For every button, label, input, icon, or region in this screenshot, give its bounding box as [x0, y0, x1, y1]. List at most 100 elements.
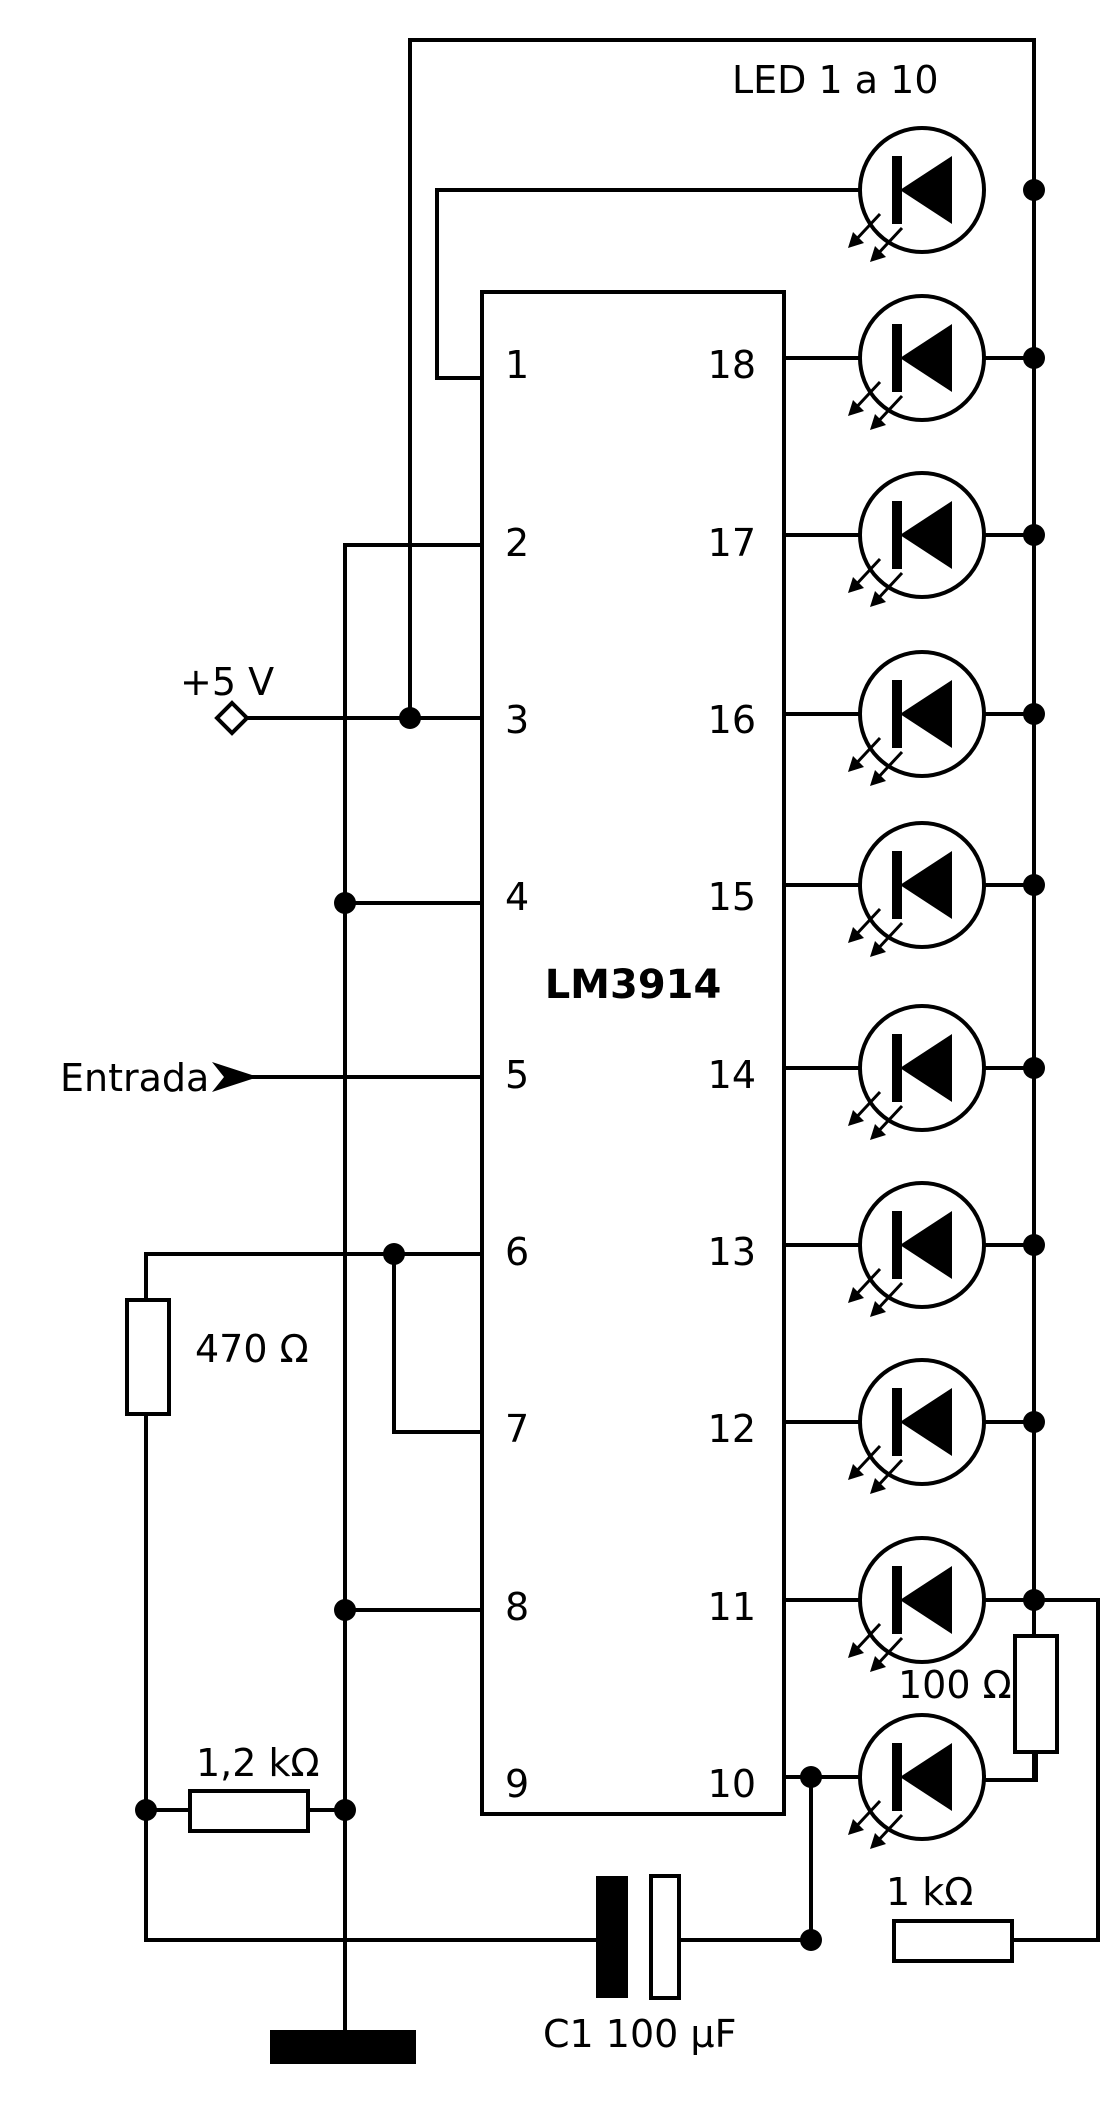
- junction-dot: [1023, 179, 1045, 201]
- led-4: [848, 650, 986, 786]
- junction-dot: [383, 1243, 405, 1265]
- light-arrow-head: [848, 577, 864, 593]
- led-group-label: LED 1 a 10: [732, 58, 939, 102]
- wire-pin2: [343, 543, 484, 2032]
- led-light-arrows: [848, 907, 904, 957]
- pin-label-10: 10: [708, 1762, 756, 1806]
- resistor-100: [1013, 1634, 1059, 1754]
- resistor-1k: [892, 1919, 1014, 1963]
- junction-dot: [1023, 1234, 1045, 1256]
- led-6: [848, 1004, 986, 1140]
- resistor-1k2-label: 1,2 kΩ: [196, 1741, 320, 1785]
- led-7: [848, 1181, 986, 1317]
- led-triangle: [900, 680, 952, 748]
- light-arrow-head: [848, 232, 864, 248]
- led-light-arrows: [848, 1267, 904, 1317]
- led-triangle: [900, 1211, 952, 1279]
- light-arrow-head: [870, 1301, 886, 1317]
- light-arrow-head: [848, 1287, 864, 1303]
- light-arrow-head: [870, 1833, 886, 1849]
- pin-label-1: 1: [505, 343, 529, 387]
- wire-pin6: [144, 1252, 484, 1302]
- light-arrow-head: [848, 400, 864, 416]
- resistor-1k-label: 1 kΩ: [886, 1870, 973, 1914]
- led-light-arrows: [848, 380, 904, 430]
- junction-dot: [135, 1799, 157, 1821]
- junction-dot: [334, 892, 356, 914]
- led-light-arrows: [848, 1444, 904, 1494]
- wire-pin1: [435, 188, 862, 380]
- junction-dot: [800, 1929, 822, 1951]
- wire-470-lower: [144, 1412, 598, 1942]
- led-light-arrows: [848, 557, 904, 607]
- led-cathode-bar: [892, 1034, 902, 1102]
- light-arrow-head: [870, 414, 886, 430]
- junction-dot: [800, 1766, 822, 1788]
- light-arrow-head: [870, 1478, 886, 1494]
- junctions: [135, 179, 1045, 1951]
- led-2: [848, 294, 986, 430]
- led-triangle: [900, 1034, 952, 1102]
- led-triangle: [900, 501, 952, 569]
- led-triangle: [900, 1388, 952, 1456]
- pin-label-5: 5: [505, 1053, 529, 1097]
- junction-dot: [1023, 1589, 1045, 1611]
- pin-label-16: 16: [708, 698, 756, 742]
- light-arrow-head: [870, 1124, 886, 1140]
- junction-dot: [1023, 1057, 1045, 1079]
- led-10: [848, 1713, 986, 1849]
- ic-body: [480, 290, 786, 1816]
- led-3: [848, 471, 986, 607]
- led-triangle: [900, 851, 952, 919]
- right-rail: [982, 38, 1036, 1782]
- left-pin-labels: 1 2 3 4 5 6 7 8 9: [505, 343, 529, 1806]
- resistor-470: [125, 1298, 171, 1416]
- light-arrow-head: [870, 246, 886, 262]
- light-arrow-head: [848, 756, 864, 772]
- light-arrow-head: [848, 1464, 864, 1480]
- led-cathode-bar: [892, 1388, 902, 1456]
- led-triangle: [900, 324, 952, 392]
- pin-label-4: 4: [505, 875, 529, 919]
- junction-dot: [399, 707, 421, 729]
- led-light-arrows: [848, 212, 904, 262]
- led-cathode-bar: [892, 1566, 902, 1634]
- right-pin-labels: 18 17 16 15 14 13 12 11 10: [708, 343, 756, 1806]
- led-light-arrows: [848, 736, 904, 786]
- pin-label-11: 11: [708, 1585, 756, 1629]
- ground-symbol: [270, 2030, 416, 2064]
- capacitor-c1-plate-neg: [596, 1876, 628, 1998]
- wire-pin7: [392, 1252, 484, 1434]
- junction-dot: [1023, 874, 1045, 896]
- led-light-arrows: [848, 1799, 904, 1849]
- pin-label-7: 7: [505, 1407, 529, 1451]
- light-arrow-head: [848, 1819, 864, 1835]
- pin-label-9: 9: [505, 1762, 529, 1806]
- led-light-arrows: [848, 1622, 904, 1672]
- light-arrow-head: [870, 941, 886, 957]
- pin-label-13: 13: [708, 1230, 756, 1274]
- pin-label-6: 6: [505, 1230, 529, 1274]
- led-1: [848, 126, 986, 262]
- led-cathode-bar: [892, 501, 902, 569]
- junction-dot: [334, 1799, 356, 1821]
- pin-label-3: 3: [505, 698, 529, 742]
- supply-label: +5 V: [180, 660, 274, 704]
- light-arrow-head: [848, 1642, 864, 1658]
- led-cathode-bar: [892, 851, 902, 919]
- led-triangle: [900, 1743, 952, 1811]
- input-arrow: [212, 1062, 258, 1092]
- resistor-470-label: 470 Ω: [195, 1327, 309, 1371]
- led-cathode-bar: [892, 1211, 902, 1279]
- light-arrow-head: [870, 591, 886, 607]
- led-cathode-bar: [892, 156, 902, 224]
- pin-label-8: 8: [505, 1585, 529, 1629]
- led-cathode-bar: [892, 1743, 902, 1811]
- junction-dot: [1023, 524, 1045, 546]
- pin-label-17: 17: [708, 521, 756, 565]
- pin-label-14: 14: [708, 1053, 756, 1097]
- ic-title: LM3914: [545, 962, 722, 1008]
- junction-dot: [1023, 703, 1045, 725]
- pin-label-2: 2: [505, 521, 529, 565]
